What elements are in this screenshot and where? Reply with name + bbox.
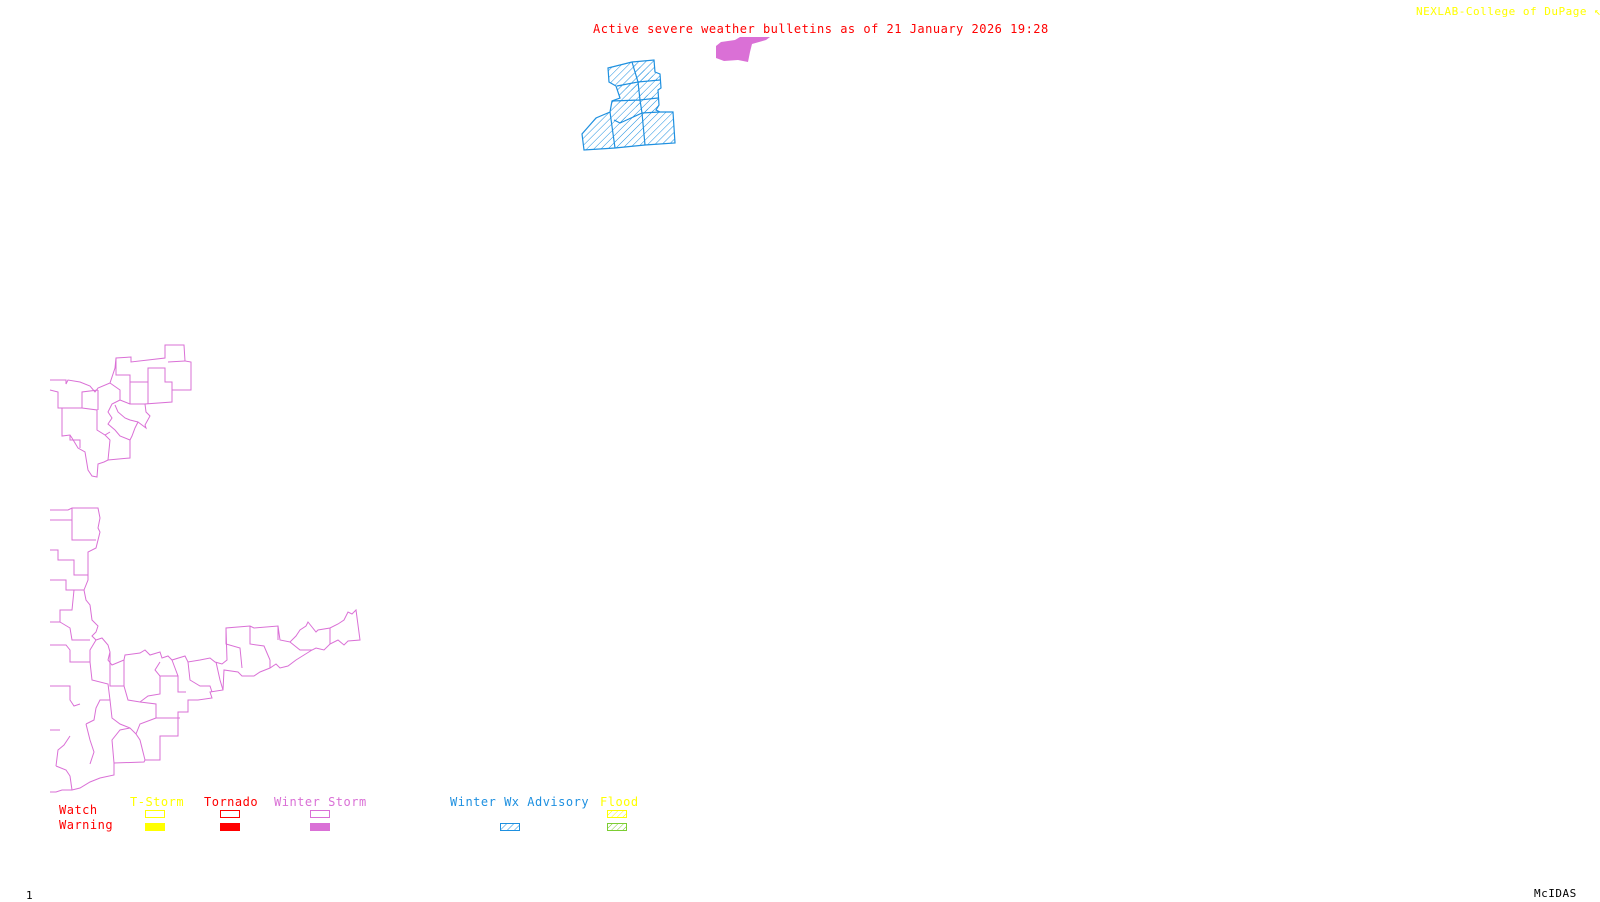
legend-flood-label: Flood <box>600 795 639 809</box>
page-title: Active severe weather bulletins as of 21… <box>593 22 1049 36</box>
legend-flood-warning-swatch <box>607 823 627 831</box>
legend-tornado-warning-swatch <box>220 823 240 831</box>
legend-tstorm-label: T-Storm <box>130 795 185 809</box>
legend-winter-storm-watch-swatch <box>310 810 330 818</box>
cursor-icon: ↖ <box>1594 5 1600 18</box>
frame-number: 1 <box>26 889 34 902</box>
legend-tstorm-watch-swatch <box>145 810 165 818</box>
winter-wx-advisory-area <box>581 59 676 151</box>
legend-winter-storm-warning-swatch <box>310 823 330 831</box>
legend-winter-wx-advisory-swatch <box>500 823 520 831</box>
legend-tstorm-warning-swatch <box>145 823 165 831</box>
legend-row-warning-label: Warning <box>59 818 114 832</box>
legend-row-watch-label: Watch <box>59 803 98 817</box>
winter-storm-warning-area <box>716 37 770 62</box>
legend-tornado-label: Tornado <box>204 795 259 809</box>
legend-tornado-watch-swatch <box>220 810 240 818</box>
credit-label: NEXLAB-College of DuPage ↖ <box>1416 5 1600 18</box>
legend-winter-wx-advisory-label: Winter Wx Advisory <box>450 795 590 809</box>
legend-winter-storm-label: Winter Storm <box>274 795 367 809</box>
county-outlines-south <box>50 507 361 793</box>
software-label: McIDAS <box>1534 887 1577 900</box>
credit-text: NEXLAB-College of DuPage <box>1416 5 1587 18</box>
legend-flood-watch-swatch <box>607 810 627 818</box>
county-outlines-north <box>49 344 192 478</box>
